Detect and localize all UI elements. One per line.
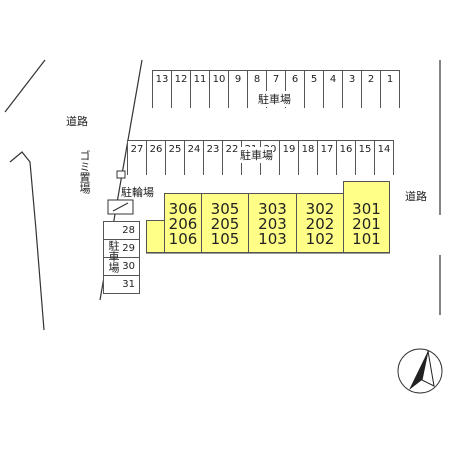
stall-number: 28 [122,225,135,236]
road-edge-left-upper [4,59,46,113]
stall-number: 16 [339,144,353,155]
stall-number: 22 [225,144,239,155]
stall-number: 1 [386,74,394,85]
garbage-area-label: ゴミ置場 [78,150,91,194]
parking-stall: 25 [165,140,185,175]
room-number: 201 [352,215,381,233]
parking-top-label: 駐車場 [258,91,291,107]
parking-stall: 13 [152,70,172,108]
parking-stall: 10 [209,70,229,108]
parking-stall: 16 [336,140,356,175]
stall-number: 24 [187,144,201,155]
stall-number: 18 [301,144,315,155]
stall-number: 15 [358,144,372,155]
stall-number: 13 [155,74,169,85]
stall-number: 6 [291,74,299,85]
parking-stall: 26 [146,140,166,175]
room-number: 101 [352,230,381,248]
parking-left-label: 駐車場 [107,240,120,273]
stall-number: 17 [320,144,334,155]
road-edge-left-lower [9,151,45,331]
north-arrow-icon [397,348,443,394]
stall-number: 12 [174,74,188,85]
stall-number: 25 [168,144,182,155]
parking-stall: 23 [203,140,223,175]
stall-number: 19 [282,144,296,155]
bicycle-area-label: 駐輪場 [121,186,154,199]
parking-stall: 31 [103,275,140,294]
building-wing [146,220,165,253]
parking-stall: 24 [184,140,204,175]
garbage-box [116,170,126,179]
parking-stall: 14 [374,140,394,175]
room-number: 203 [258,215,287,233]
room-number: 302 [305,200,335,218]
parking-stall: 5 [304,70,324,108]
stall-number: 23 [206,144,220,155]
stall-number: 14 [377,144,391,155]
room-number: 202 [305,215,335,233]
room-number: 103 [258,230,287,248]
parking-stall: 18 [298,140,318,175]
stall-number: 29 [122,243,135,254]
parking-middle-label: 駐車場 [240,147,273,163]
road-label-left: 道路 [66,115,88,128]
room-number: 306 [168,200,198,218]
parking-stall: 9 [228,70,248,108]
room-number: 301 [352,200,381,218]
stall-number: 7 [272,74,280,85]
room-number: 205 [210,215,240,233]
stall-number: 26 [149,144,163,155]
stall-number: 27 [130,144,144,155]
room-number: 106 [168,230,198,248]
room-number: 102 [305,230,335,248]
stall-number: 9 [234,74,242,85]
stall-number: 8 [253,74,261,85]
stall-number: 30 [122,261,135,272]
stall-number: 4 [329,74,337,85]
room-number: 305 [210,200,240,218]
parking-stall: 1 [380,70,400,108]
parking-stall: 11 [190,70,210,108]
parking-stall: 3 [342,70,362,108]
parking-stall: 27 [127,140,147,175]
parking-stall: 17 [317,140,337,175]
room-number: 303 [258,200,287,218]
stall-number: 5 [310,74,318,85]
parking-stall: 22 [222,140,242,175]
parking-stall: 28 [103,221,140,240]
stall-number: 10 [212,74,226,85]
parking-stall: 2 [361,70,381,108]
stall-number: 3 [348,74,356,85]
road-label-right: 道路 [405,190,427,203]
room-number: 105 [210,230,240,248]
room-number: 206 [168,215,198,233]
parking-stall: 12 [171,70,191,108]
parking-stall: 4 [323,70,343,108]
parking-stall: 15 [355,140,375,175]
stall-number: 2 [367,74,375,85]
parking-stall: 19 [279,140,299,175]
stall-number: 31 [122,279,135,290]
stall-number: 11 [193,74,207,85]
